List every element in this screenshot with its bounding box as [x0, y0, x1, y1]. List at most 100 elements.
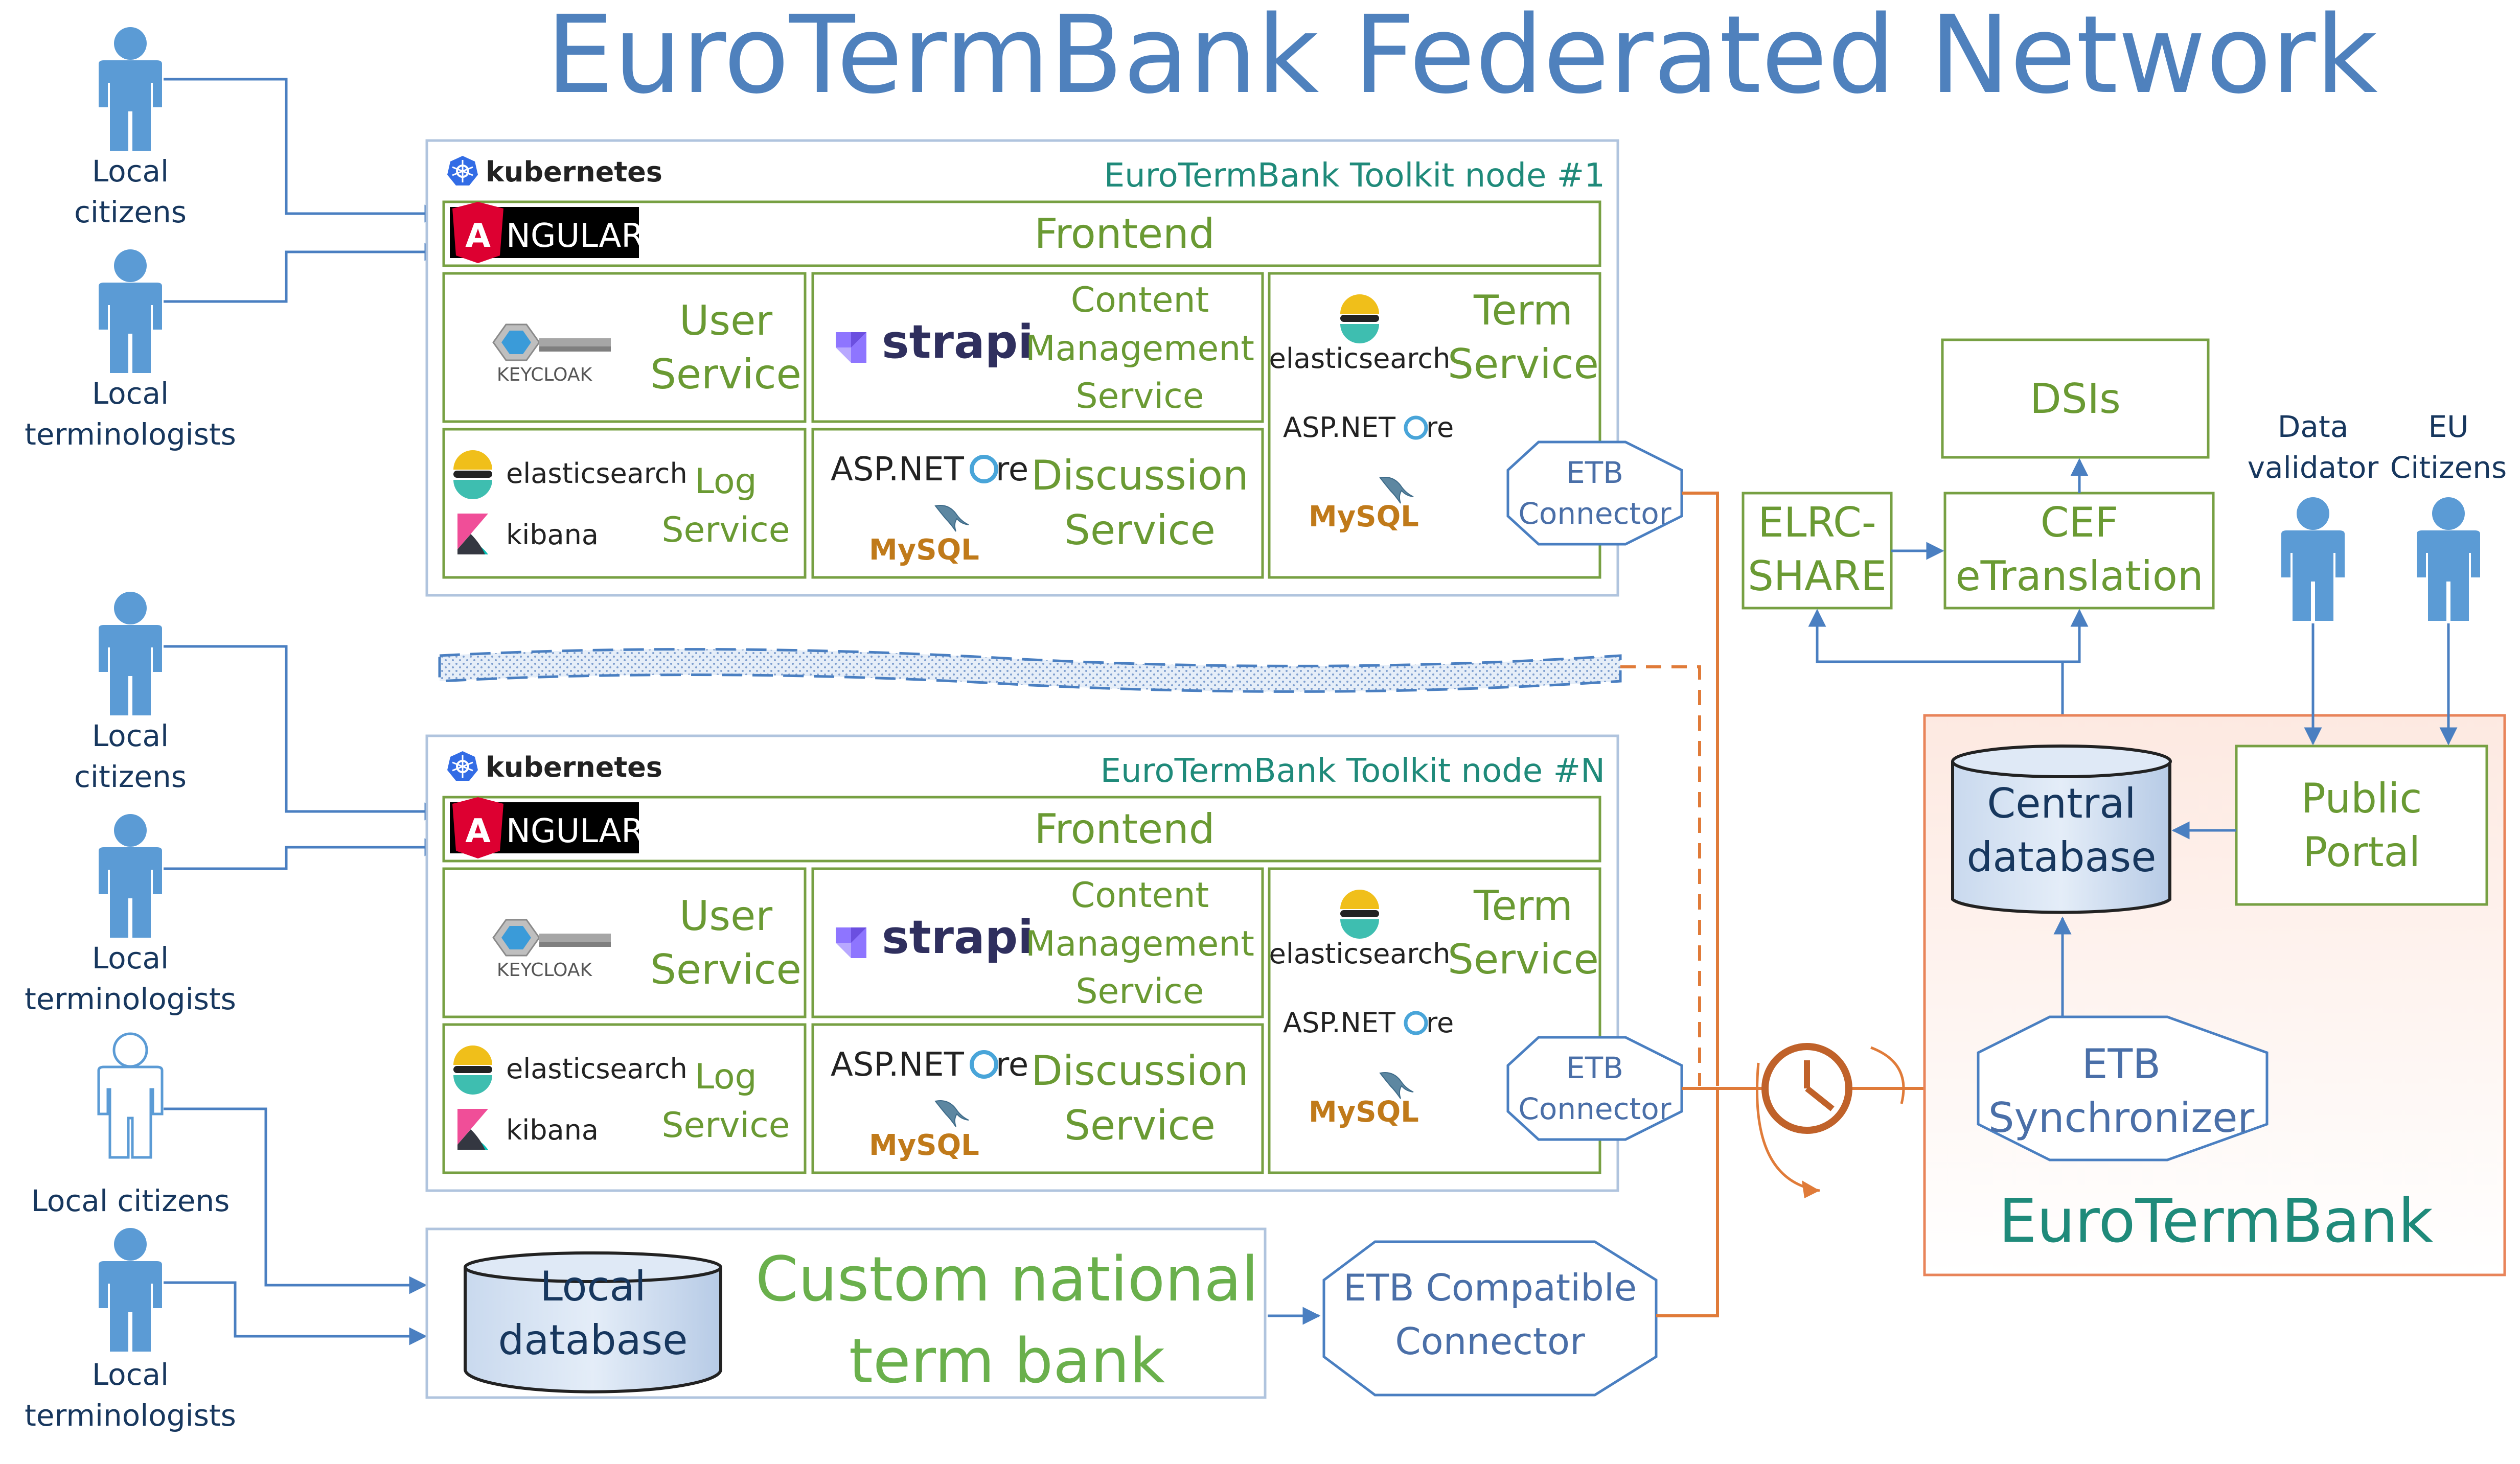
local-terminologists-label-line1: Local	[92, 1357, 169, 1392]
kubernetes-label: kubernetes	[486, 751, 662, 783]
strapi-label: strapi	[882, 315, 1034, 369]
local-terminologists-label-line2: terminologists	[25, 1398, 236, 1433]
discussion-service-box	[811, 428, 1264, 579]
log-service-box	[442, 428, 807, 579]
public-portal-label-line2: Portal	[2303, 828, 2420, 876]
user-service-label-line2: Service	[650, 351, 801, 398]
more-nodes-separator	[438, 648, 1622, 693]
etb-connector-label-line2: Connector	[1518, 1091, 1671, 1126]
aspnet-core-icon	[1404, 415, 1428, 440]
user-service-label-line1: User	[679, 297, 772, 344]
elasticsearch-icon	[453, 450, 492, 499]
discussion-service-label-line1: Discussion	[1031, 452, 1248, 499]
user-service-label-line2: Service	[650, 946, 801, 993]
discussion-service-box	[811, 1023, 1264, 1174]
kibana-label: kibana	[506, 1114, 599, 1146]
local-citizens-label-line1: Local	[92, 718, 169, 753]
sync-clock-icon	[1756, 1043, 1905, 1198]
aspnet-logo-text: ASP.NET	[1283, 1007, 1396, 1039]
mysql-label: MySQL	[869, 533, 979, 567]
eu-citizens-label-line2: Citizens	[2390, 450, 2507, 485]
angular-shield-icon	[452, 797, 503, 858]
local-database-cylinder-top	[464, 1251, 722, 1283]
etb-connector-shape	[1506, 1036, 1683, 1141]
arrow-citizens-to-nodeN	[164, 645, 443, 821]
content-management-label-line2: Management	[1025, 329, 1254, 369]
public-portal-box	[2235, 745, 2488, 906]
elasticsearch-label: elasticsearch	[1269, 938, 1451, 970]
elrc-share-box	[1742, 492, 1893, 610]
arrow-terminologists-to-node1	[164, 243, 443, 303]
toolkit-node-n: kubernetes EuroTermBank Toolkit node #N …	[425, 734, 1683, 1192]
etb-synchronizer-label-line1: ETB	[2082, 1040, 2161, 1088]
local-terminologists-label-line1: Local	[92, 941, 169, 975]
log-service-label-line2: Service	[661, 1105, 790, 1146]
local-citizens-label-line1: Local	[92, 154, 169, 189]
term-service-label-line2: Service	[1448, 936, 1599, 983]
aspnet-core-text: re	[996, 451, 1028, 489]
content-management-box	[811, 867, 1264, 1018]
data-validator-label-line1: Data	[2278, 409, 2349, 444]
arrow-citizens-to-custom-bank	[164, 1107, 427, 1294]
content-management-label-line1: Content	[1071, 280, 1209, 320]
etb-compatible-connector-label-line1: ETB Compatible	[1343, 1266, 1637, 1309]
local-terminologist-person-icon	[99, 814, 162, 938]
central-database-cylinder-top	[1951, 745, 2172, 778]
eu-citizens-label-line1: EU	[2428, 409, 2468, 444]
local-citizen-outline-person-icon	[99, 1034, 162, 1157]
discussion-service-label-line1: Discussion	[1031, 1047, 1248, 1095]
eu-citizen-person-icon	[2417, 497, 2480, 621]
elasticsearch-label: elasticsearch	[506, 457, 688, 490]
data-validator-person-icon	[2281, 497, 2345, 621]
local-terminologist-person-icon	[99, 249, 162, 373]
portal-arrows	[2053, 623, 2458, 1017]
local-citizen-person-icon	[99, 592, 162, 715]
node-name: EuroTermBank Toolkit node #N	[1101, 752, 1605, 790]
aspnet-core-text: re	[1426, 411, 1454, 444]
elrc-share-label-line2: SHARE	[1748, 552, 1887, 600]
frontend-label: Frontend	[1034, 805, 1215, 853]
etb-connector-label-line1: ETB	[1566, 1051, 1623, 1085]
content-management-box	[811, 272, 1264, 423]
sync-line-node1	[1682, 492, 1719, 1086]
user-service-label-line1: User	[679, 892, 772, 940]
arrow-terminologists-to-nodeN	[164, 838, 443, 870]
public-portal-label-line1: Public	[2301, 775, 2422, 822]
arrow-central-to-cef	[2063, 609, 2089, 663]
people-group-custom-bank: Local citizens Local terminologists	[25, 1034, 236, 1433]
local-terminologist-person-icon	[99, 1228, 162, 1352]
aspnet-core-text: re	[1426, 1007, 1454, 1039]
sync-line-compatible-connector	[1656, 1088, 1719, 1317]
frontend-label: Frontend	[1034, 210, 1215, 258]
cef-label-line1: CEF	[2041, 499, 2118, 546]
etb-synchronizer-shape	[1977, 1015, 2269, 1161]
kubernetes-label: kubernetes	[486, 156, 662, 188]
mysql-label: MySQL	[869, 1129, 979, 1162]
content-management-label-line3: Service	[1075, 971, 1204, 1012]
people-group-node1: Local citizens Local terminologists	[25, 27, 236, 452]
content-management-label-line2: Management	[1025, 924, 1254, 964]
local-database-label-line1: Local	[540, 1263, 646, 1310]
discussion-service-label-line2: Service	[1064, 506, 1216, 554]
local-terminologists-label-line2: terminologists	[25, 982, 236, 1016]
etb-compatible-connector-label-line2: Connector	[1395, 1320, 1585, 1363]
local-database-cylinder	[464, 1267, 722, 1393]
cef-label-line2: eTranslation	[1955, 552, 2203, 600]
node-name: EuroTermBank Toolkit node #1	[1104, 157, 1605, 195]
etb-connector-label-line2: Connector	[1518, 496, 1671, 531]
aspnet-core-icon	[1404, 1011, 1428, 1035]
discussion-service-label-line2: Service	[1064, 1102, 1216, 1149]
aspnet-logo-text: ASP.NET	[1283, 411, 1396, 444]
elasticsearch-icon	[453, 1045, 492, 1095]
etb-connector-shape	[1506, 440, 1683, 546]
people-arrows	[164, 78, 443, 1345]
dsis-box	[1941, 338, 2210, 459]
mysql-label: MySQL	[1309, 500, 1419, 533]
aspnet-core-icon	[970, 455, 998, 483]
content-management-label-line1: Content	[1071, 875, 1209, 916]
local-terminologists-label-line2: terminologists	[25, 417, 236, 452]
keycloak-label: KEYCLOAK	[497, 960, 593, 981]
eurotermbank-label: EuroTermBank	[1999, 1186, 2433, 1256]
